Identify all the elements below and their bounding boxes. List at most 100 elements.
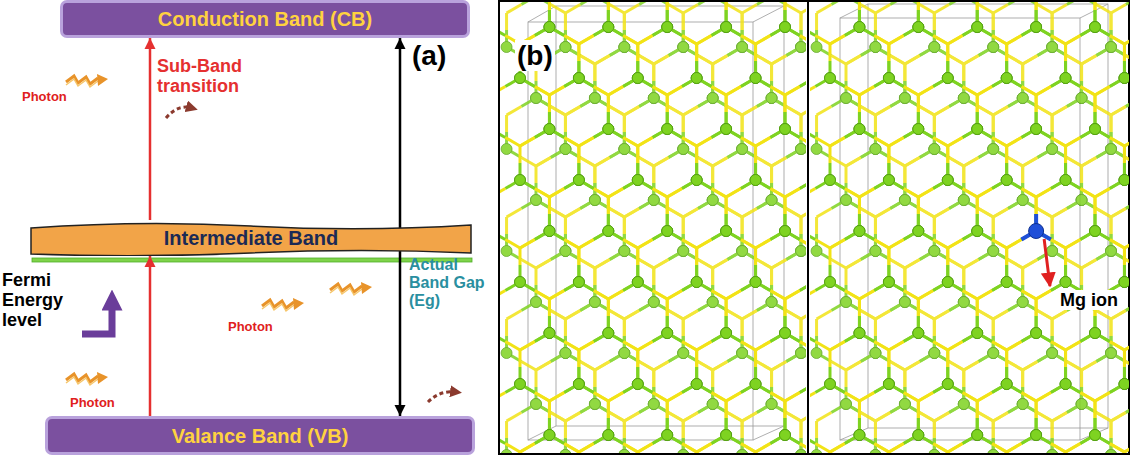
bond [577, 452, 580, 453]
bond [815, 115, 818, 132]
atom [648, 195, 659, 206]
bond [519, 452, 522, 453]
bond [1051, 319, 1054, 336]
bond [1051, 115, 1054, 132]
bond [920, 311, 935, 320]
bond [831, 260, 846, 269]
atom [750, 379, 761, 390]
atom [573, 277, 584, 288]
atom [1047, 42, 1058, 53]
bond [1080, 64, 1083, 81]
bond [1008, 362, 1023, 371]
bond [741, 342, 756, 351]
atom [1076, 195, 1087, 206]
atom [721, 124, 732, 135]
bond [1052, 413, 1067, 422]
bond [1037, 5, 1052, 14]
atom [648, 297, 659, 308]
bond [772, 56, 787, 65]
bond [727, 311, 742, 320]
atom [589, 399, 600, 410]
bond [711, 393, 726, 402]
bond [549, 393, 564, 402]
bond [536, 158, 551, 167]
bond [564, 240, 579, 249]
bond [992, 13, 995, 30]
atom [603, 328, 614, 339]
bond [1126, 56, 1129, 65]
atom [648, 93, 659, 104]
bond [623, 13, 626, 30]
atom [737, 246, 748, 257]
atom [1106, 246, 1117, 257]
bond [993, 107, 1008, 116]
bond [624, 5, 639, 14]
bond [861, 5, 876, 14]
bond [741, 13, 744, 30]
bond [785, 87, 800, 96]
bond [846, 260, 861, 269]
atom [780, 226, 791, 237]
bond [652, 166, 655, 183]
bond [741, 36, 756, 45]
atom [678, 144, 689, 155]
bond [800, 13, 803, 30]
atom [678, 144, 689, 155]
bond [595, 158, 610, 167]
bond [817, 311, 832, 320]
bond [846, 56, 861, 65]
atom [1076, 93, 1087, 104]
atom [766, 399, 777, 410]
atom [573, 73, 584, 84]
bond [697, 240, 712, 249]
bond [890, 158, 905, 167]
bond [564, 115, 567, 132]
bond [711, 393, 726, 402]
bond [933, 421, 936, 438]
bond [695, 248, 698, 265]
bond [711, 189, 726, 198]
atom [662, 226, 673, 237]
atom [870, 348, 881, 359]
bond [1067, 158, 1082, 167]
atom [1017, 195, 1028, 206]
atom [1076, 195, 1087, 206]
bond [682, 217, 685, 234]
bond [890, 362, 905, 371]
bond [1037, 209, 1052, 218]
atom [501, 144, 512, 155]
bond [711, 291, 726, 300]
bond [549, 189, 564, 198]
atom [573, 73, 584, 84]
bond [1051, 217, 1054, 234]
atom [691, 277, 702, 288]
bond [653, 87, 668, 96]
atom [1106, 246, 1117, 257]
bond [564, 240, 579, 249]
atom [1047, 246, 1058, 257]
bond [652, 268, 655, 285]
bond [682, 342, 697, 351]
atom [811, 348, 822, 359]
bond [1067, 56, 1082, 65]
atom [929, 450, 940, 454]
bond [1037, 311, 1052, 320]
bond [697, 138, 712, 147]
bond [1110, 217, 1113, 234]
bond [754, 248, 757, 265]
atom [988, 246, 999, 257]
bond [623, 421, 626, 438]
atom [988, 144, 999, 155]
atom [1047, 348, 1058, 359]
atom [899, 195, 910, 206]
bond [1037, 107, 1052, 116]
bond [846, 158, 861, 167]
bond [652, 370, 655, 387]
bond [638, 36, 653, 45]
bond [770, 291, 785, 300]
atom [678, 246, 689, 257]
bond [623, 319, 626, 336]
bond [669, 107, 684, 116]
bond [1023, 158, 1038, 167]
bond [875, 209, 890, 218]
